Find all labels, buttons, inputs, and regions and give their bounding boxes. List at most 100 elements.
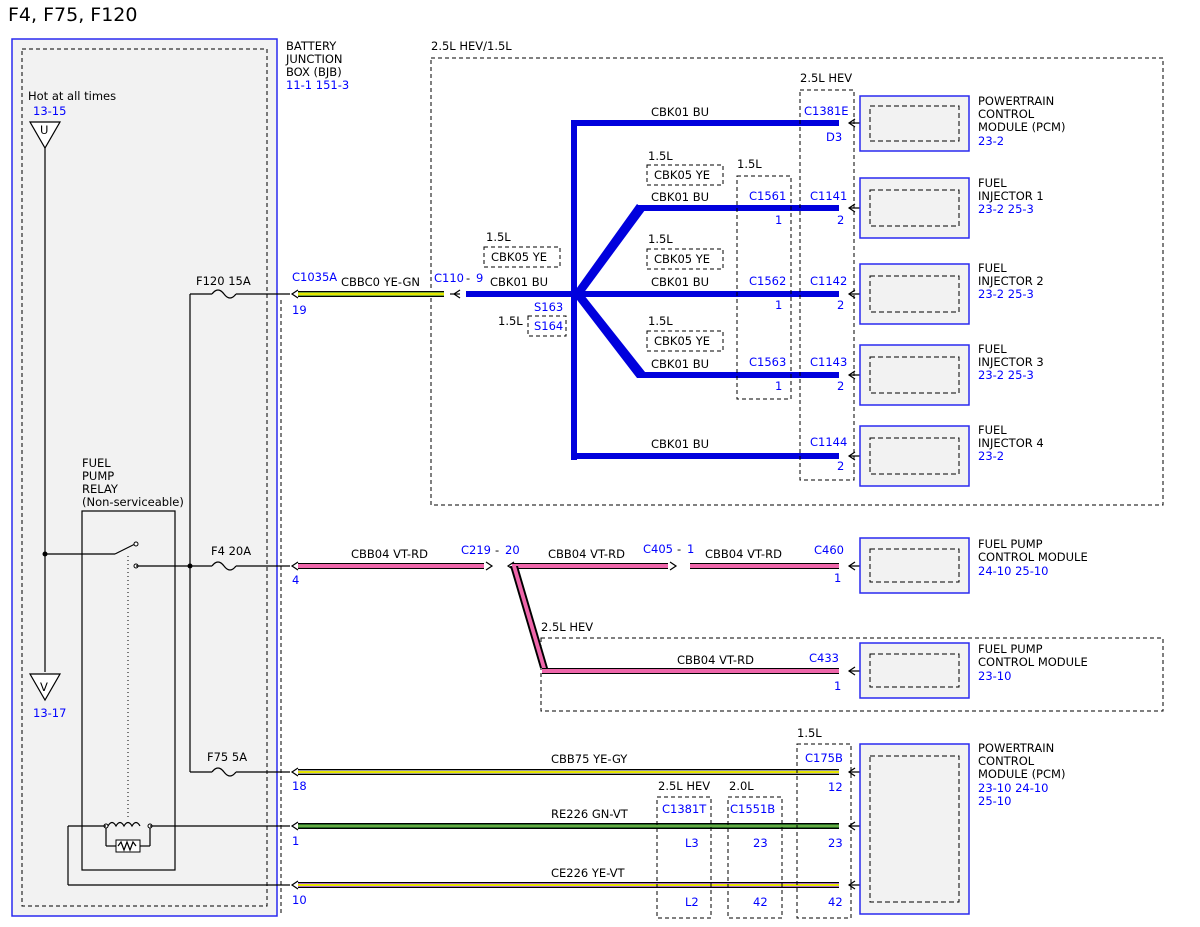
cbk01-harness xyxy=(571,120,839,460)
cbk05-4-variant: 1.5L xyxy=(648,314,673,328)
c1381t-connector-column xyxy=(656,796,712,919)
fpcm-2-l2: CONTROL MODULE xyxy=(978,655,1088,669)
wire-cbb04-diag xyxy=(512,566,546,668)
c1035a-label: C1035A xyxy=(292,270,337,284)
fuse-f75-icon xyxy=(211,767,237,777)
c175b-variant: 1.5L xyxy=(797,726,822,740)
bjb-inner-dashed xyxy=(21,48,268,907)
injector-2-l2: INJECTOR 2 xyxy=(978,274,1044,288)
c1381t-label: C1381T xyxy=(662,802,707,816)
fpcm-2-l1: FUEL PUMP xyxy=(978,642,1043,656)
page-title: F4, F75, F120 xyxy=(8,4,137,26)
c110-label: C110 xyxy=(434,271,464,285)
wire-inj1-label: CBK01 BU xyxy=(651,190,709,204)
splice-s164-label: S164 xyxy=(534,319,563,333)
c433-label: C433 xyxy=(809,651,839,665)
c175b-pin-12: 12 xyxy=(828,780,843,794)
bus-junction-dot xyxy=(42,551,48,557)
c1144-pin: 2 xyxy=(837,459,844,473)
pin-18: 18 xyxy=(292,779,307,793)
c433-pin: 1 xyxy=(834,679,841,693)
c1563-pin: 1 xyxy=(775,379,782,393)
wire-cbb04-d-label: CBB04 VT-RD xyxy=(677,653,754,667)
pcm-2-l3: MODULE (PCM) xyxy=(978,767,1065,781)
wire-cbk01-main-label: CBK01 BU xyxy=(490,275,548,289)
hot-terminal-icon xyxy=(28,121,62,150)
bjb-label-line3: BOX (BJB) xyxy=(286,65,342,79)
fpcm-1-ref: 24-10 25-10 xyxy=(978,564,1049,578)
cbk05-2-label: CBK05 YE xyxy=(654,168,710,182)
pcm-2-ref1: 23-10 24-10 xyxy=(978,781,1049,795)
pin-10: 10 xyxy=(292,893,307,907)
bjb-label-line1: BATTERY xyxy=(286,39,337,53)
pin-4: 4 xyxy=(292,573,299,587)
wire-cbb04-b-label: CBB04 VT-RD xyxy=(548,547,625,561)
c219-dash: - xyxy=(495,543,499,557)
wire-inj3 xyxy=(637,372,839,378)
fpcm-2-box xyxy=(859,642,970,699)
c219-arrow-icon xyxy=(485,561,494,571)
wire-ce226-label: CE226 YE-VT xyxy=(551,866,626,880)
injector-connector-column xyxy=(799,89,855,481)
wire-inj4-label: CBK01 BU xyxy=(651,437,709,451)
c1551b-variant: 2.0L xyxy=(729,779,754,793)
bjb-frame xyxy=(11,38,278,917)
pin19-arrow-icon xyxy=(290,289,299,299)
c1561-pin: 1 xyxy=(775,213,782,227)
cbk05-2-box xyxy=(646,164,724,186)
injector-4-box xyxy=(859,425,970,487)
c1381e-pin: D3 xyxy=(826,130,842,144)
fpcm-2-inner xyxy=(869,653,960,688)
injector-1-ref: 23-2 25-3 xyxy=(978,202,1034,216)
c1551b-connector-column xyxy=(727,796,783,919)
splice-s164-variant: 1.5L xyxy=(498,314,523,328)
c460-pin: 1 xyxy=(834,571,841,585)
c219-pin: 20 xyxy=(505,543,520,557)
bjb-label-line2: JUNCTION xyxy=(285,52,343,66)
injector-2-l1: FUEL xyxy=(978,261,1007,275)
injector-4-l2: INJECTOR 4 xyxy=(978,436,1044,450)
region-top xyxy=(430,57,1164,506)
fuse-f120-label: F120 15A xyxy=(196,274,251,288)
c460-label: C460 xyxy=(814,543,844,557)
fpcm-1-box xyxy=(859,537,970,594)
injector-4-inner xyxy=(869,437,960,475)
c1562-pin: 1 xyxy=(775,298,782,312)
relay-label-3: RELAY xyxy=(82,482,119,496)
c110-pin: 9 xyxy=(476,271,483,285)
injector-2-inner xyxy=(869,275,960,313)
wire-cbb04-seg-b xyxy=(512,563,668,569)
region-mid xyxy=(540,637,1164,712)
wire-pcm-label: CBK01 BU xyxy=(651,105,709,119)
c405-pin: 1 xyxy=(687,542,694,556)
injector-3-l2: INJECTOR 3 xyxy=(978,355,1044,369)
injector-3-inner xyxy=(869,356,960,394)
pcm-1-ref: 23-2 xyxy=(978,134,1004,148)
injector-2-box xyxy=(859,263,970,325)
ground-letter: V xyxy=(40,680,48,694)
relay-contact-dot xyxy=(133,541,139,547)
relay-label-2: PUMP xyxy=(82,469,114,483)
c1381t-pin-l2: L2 xyxy=(685,895,699,909)
wire-cbbc0-label: CBBC0 YE-GN xyxy=(341,275,420,289)
hot-ref: 13-15 xyxy=(33,104,66,118)
relay-coil-icon xyxy=(107,821,141,828)
splice-s163-label: S163 xyxy=(534,300,563,314)
wire-cbb75-label: CBB75 YE-GY xyxy=(551,752,628,766)
c1561-label: C1561 xyxy=(749,189,786,203)
c1563-label: C1563 xyxy=(749,355,786,369)
harness-trunk xyxy=(571,120,577,460)
cbk05-1-box xyxy=(483,246,561,268)
wire-inj2-label: CBK01 BU xyxy=(651,275,709,289)
pcm-2-box xyxy=(859,743,970,915)
injector-1-l1: FUEL xyxy=(978,176,1007,190)
wire-re226-label: RE226 GN-VT xyxy=(551,807,629,821)
pcm-1-l3: MODULE (PCM) xyxy=(978,120,1065,134)
pin1-arrow-icon xyxy=(290,821,299,831)
wire-cbbc0-stripe xyxy=(298,293,444,295)
wire-cbb04-seg-d xyxy=(542,668,839,674)
bjb-refs: 11-1 151-3 xyxy=(286,78,349,92)
c175b-connector-column xyxy=(796,743,852,919)
pin-19: 19 xyxy=(292,303,307,317)
pin-1: 1 xyxy=(292,834,299,848)
